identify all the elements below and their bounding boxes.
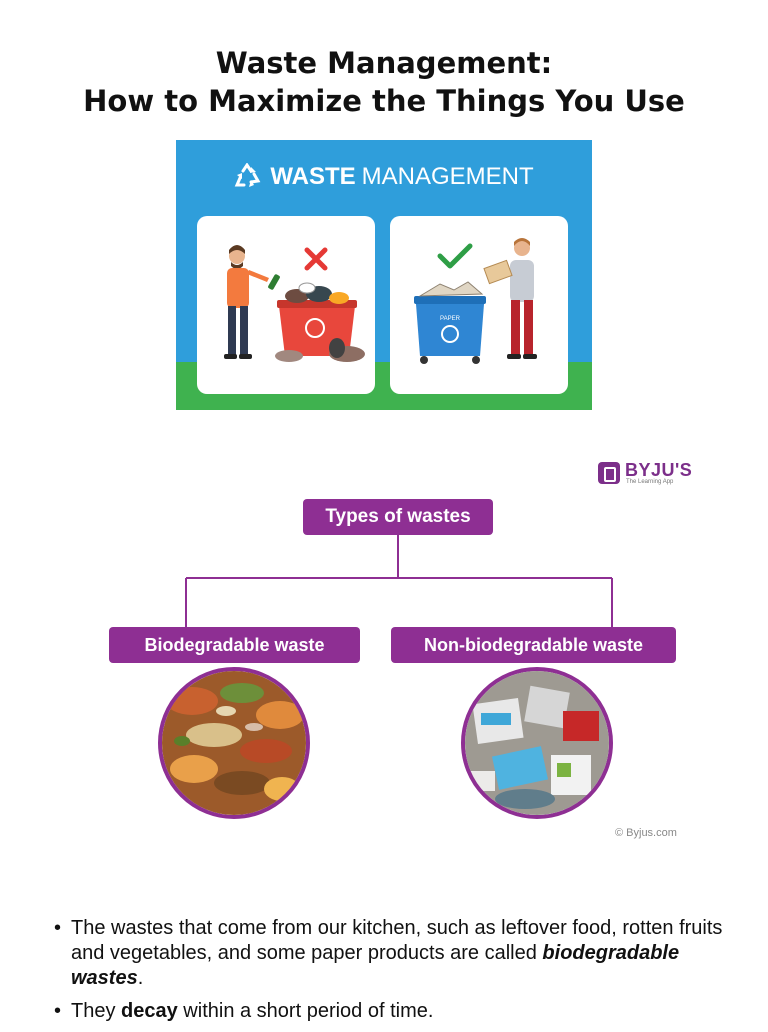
page-title: Waste Management: How to Maximize the Th… [0,44,768,120]
wrong-disposal-card [197,216,375,394]
title-line-2: How to Maximize the Things You Use [83,84,685,118]
bullet-item: • The wastes that come from our kitchen, … [54,916,734,991]
title-line-1: Waste Management: [215,46,553,80]
byjus-brand-name: BYJU'S [625,460,693,480]
bullet-emphasis: biodegradable wastes [71,942,680,989]
bullet-dot: • [54,917,62,939]
check-icon [437,243,473,269]
bullet-list: • The wastes that come from our kitchen, … [54,916,734,1032]
bullet-text-end: within a short period of time. [177,1000,434,1022]
diagram-connectors [185,534,613,628]
recycle-icon [235,162,261,187]
cross-icon [304,247,328,271]
byjus-logo-icon [598,462,620,484]
bullet-item: • They decay within a short period of tim… [54,999,734,1024]
bullet-text: The wastes that come from our kitchen, s… [71,917,723,964]
copyright-note: © Byjus.com [615,827,677,839]
bullet-dot: • [54,1000,62,1022]
bullet-text-end: . [137,967,144,989]
types-of-wastes-box: Types of wastes [303,499,493,535]
non-biodegradable-waste-box: Non-biodegradable waste [391,627,676,663]
biodegradable-waste-photo [158,667,310,819]
byjus-logo: BYJU'S The Learning App [598,460,708,488]
wrong-disposal-illustration [224,245,365,362]
non-biodegradable-waste-photo [461,667,613,819]
bullet-text: They [71,1000,122,1022]
banner-heading-light: MANAGEMENT [361,163,534,190]
biodegradable-waste-box: Biodegradable waste [109,627,360,663]
byjus-tagline: The Learning App [626,479,674,485]
bullet-strong: decay [121,1000,178,1022]
banner-heading-bold: WASTE [270,163,356,190]
correct-disposal-card: PAPER [390,216,568,394]
bin-label: PAPER [440,316,461,322]
correct-disposal-illustration: PAPER [414,238,537,364]
